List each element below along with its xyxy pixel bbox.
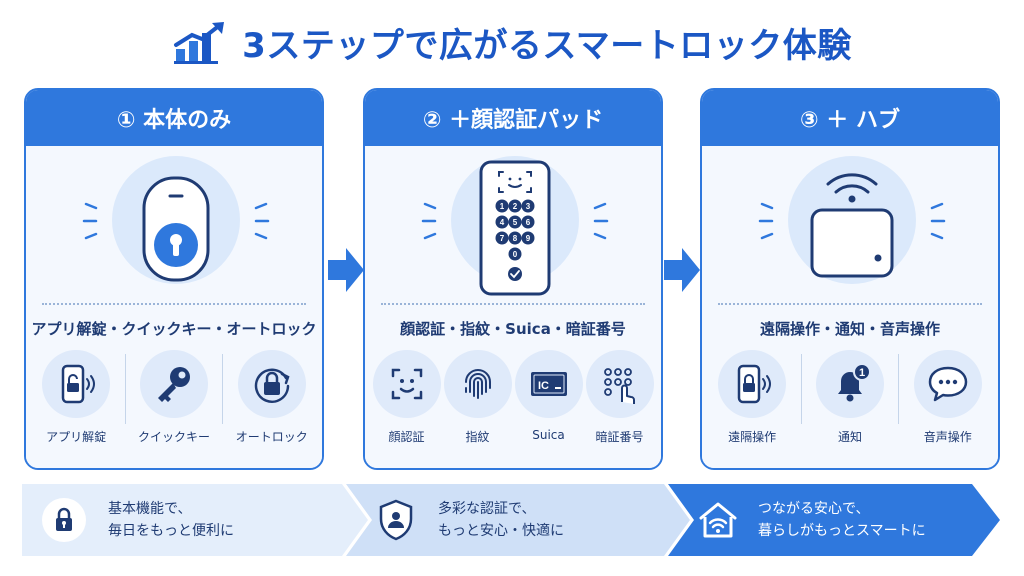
keypad-digit: 5 — [513, 218, 518, 227]
step-arrow-icon — [328, 248, 364, 292]
divider — [42, 303, 306, 305]
feature-summary-1: アプリ解錠・クイックキー・オートロック — [31, 320, 317, 338]
keypad-key — [508, 215, 522, 229]
keypad-key — [508, 231, 522, 245]
feature-face-auth: 顔認証 — [372, 350, 441, 460]
keypad-key — [508, 247, 522, 261]
keypad-digit: 2 — [513, 202, 518, 211]
phone-unlock-icon — [61, 364, 96, 404]
hub-device-icon — [758, 173, 946, 278]
title-bar: 3ステップで広がるスマートロック体験 — [0, 14, 1024, 70]
phone-remote-icon — [737, 364, 772, 404]
benefit-2: 多彩な認証で、 もっと安心・快適に — [374, 484, 564, 556]
key-icon — [157, 367, 190, 402]
shield-user-icon — [379, 499, 413, 541]
separator — [124, 354, 126, 424]
separator — [898, 354, 900, 424]
page-title: 3ステップで広がるスマートロック体験 — [242, 25, 852, 66]
step-body-1: アプリ解錠・クイックキー・オートロック アプリ解錠 — [26, 146, 322, 468]
keypad-digit: 6 — [526, 218, 531, 227]
keypad-key — [495, 215, 509, 229]
keypad-key — [521, 215, 535, 229]
banner-chevrons — [22, 484, 1000, 556]
keypad-digit: 4 — [500, 218, 505, 227]
feature-app-unlock: アプリ解錠 — [36, 350, 116, 460]
keypad-digit: 0 — [513, 250, 518, 259]
feature-fingerprint: 指紋 — [443, 350, 512, 460]
home-wifi-icon — [699, 502, 737, 538]
keypad-digit: 7 — [500, 234, 505, 243]
keypad-key — [521, 231, 535, 245]
face-scan-icon — [391, 368, 422, 400]
feature-quick-key: クイックキー — [134, 350, 214, 460]
keypad-key — [521, 199, 535, 213]
step-body-3: 遠隔操作・通知・音声操作 遠隔操作 — [702, 146, 998, 468]
svg-text:1: 1 — [859, 367, 865, 379]
feature-items-1: アプリ解錠 クイックキー — [32, 350, 316, 460]
keypad-key — [495, 199, 509, 213]
separator — [222, 354, 224, 424]
ic-card-icon: IC — [530, 372, 567, 396]
smart-lock-device-icon — [82, 176, 270, 282]
auto-lock-icon — [254, 368, 290, 403]
step-header-1: ① 本体のみ — [26, 90, 322, 146]
feature-pin-code: 暗証番号 — [585, 350, 654, 460]
keypad-key — [508, 199, 522, 213]
bell-icon: 1 — [837, 363, 871, 402]
keypad-digit: 1 — [500, 202, 505, 211]
benefit-banner: 基本機能で、 毎日をもっと便利に 多彩な認証で、 もっと安心・快適に — [22, 484, 1002, 556]
separator — [800, 354, 802, 424]
feature-remote-control: 遠隔操作 — [712, 350, 792, 460]
benefit-1: 基本機能で、 毎日をもっと便利に — [42, 484, 234, 556]
feature-suica: IC Suica — [514, 350, 583, 460]
feature-summary-3: 遠隔操作・通知・音声操作 — [759, 320, 940, 338]
keypad-digit: 9 — [526, 234, 531, 243]
benefit-3: つながる安心で、 暮らしがもっとスマートに — [696, 484, 926, 556]
keypad-digit: 8 — [513, 234, 518, 243]
step-card-3: ③ ＋ ハブ 遠隔操作・通知・音声操作 — [700, 88, 1000, 470]
fingerprint-icon — [464, 369, 491, 399]
keypad-digit: 3 — [526, 202, 531, 211]
feature-voice-control: 音声操作 — [908, 350, 988, 460]
speech-bubble-icon — [928, 366, 967, 402]
step-header-3: ③ ＋ ハブ — [702, 90, 998, 146]
growth-chart-icon — [174, 22, 225, 64]
feature-items-3: 遠隔操作 1 通知 — [708, 350, 992, 460]
divider — [718, 303, 982, 305]
keypad-key — [495, 231, 509, 245]
feature-notification: 1 通知 — [810, 350, 890, 460]
feature-items-2: 顔認証 指紋 — [371, 350, 655, 460]
step-header-2: ② ＋顔認証パッド — [365, 90, 661, 146]
step-arrow-icon — [664, 248, 700, 292]
step-card-1: ① 本体のみ アプリ解錠・クイックキー・オートロック — [24, 88, 324, 470]
svg-text:IC: IC — [538, 380, 549, 392]
feature-summary-2: 顔認証・指紋・Suica・暗証番号 — [400, 320, 626, 338]
keypad-icon — [603, 368, 635, 404]
lock-icon — [56, 507, 72, 531]
divider — [381, 303, 645, 305]
feature-auto-lock: オートロック — [232, 350, 312, 460]
